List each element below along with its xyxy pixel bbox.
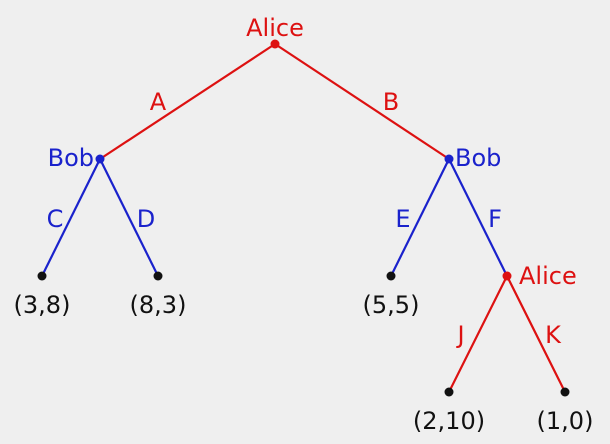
edge-label-b: B: [383, 88, 399, 116]
edge-f: [448, 158, 508, 277]
payoff-j: (2,10): [413, 407, 485, 435]
payoff-d: (8,3): [130, 291, 187, 319]
edge-c: [41, 158, 101, 277]
leaf-j: [444, 387, 454, 397]
node-bob-left: [95, 154, 105, 164]
edge-label-f: F: [488, 205, 502, 233]
edge-label-e: E: [395, 205, 410, 233]
leaf-k: [560, 387, 570, 397]
node-alice-lower: [502, 271, 512, 281]
edge-k: [506, 275, 566, 393]
player-label-root: Alice: [246, 14, 304, 42]
edge-label-c: C: [47, 205, 64, 233]
payoff-c: (3,8): [14, 291, 71, 319]
edge-b: [274, 43, 450, 160]
edge-label-a: A: [150, 88, 167, 116]
player-label-alice-lower: Alice: [519, 262, 577, 290]
player-label-bob-left: Bob: [48, 144, 94, 172]
player-label-bob-right: Bob: [455, 144, 501, 172]
edge-d: [99, 158, 159, 277]
edge-label-d: D: [137, 205, 155, 233]
edge-label-j: J: [455, 321, 464, 349]
payoff-k: (1,0): [537, 407, 594, 435]
edge-a: [99, 43, 276, 160]
edge-e: [390, 158, 450, 277]
edge-j: [448, 275, 508, 393]
edge-label-k: K: [545, 321, 562, 349]
leaf-e: [386, 271, 396, 281]
leaf-d: [153, 271, 163, 281]
node-root: [270, 39, 280, 49]
leaf-c: [37, 271, 47, 281]
node-bob-right: [444, 154, 454, 164]
payoff-e: (5,5): [363, 291, 420, 319]
